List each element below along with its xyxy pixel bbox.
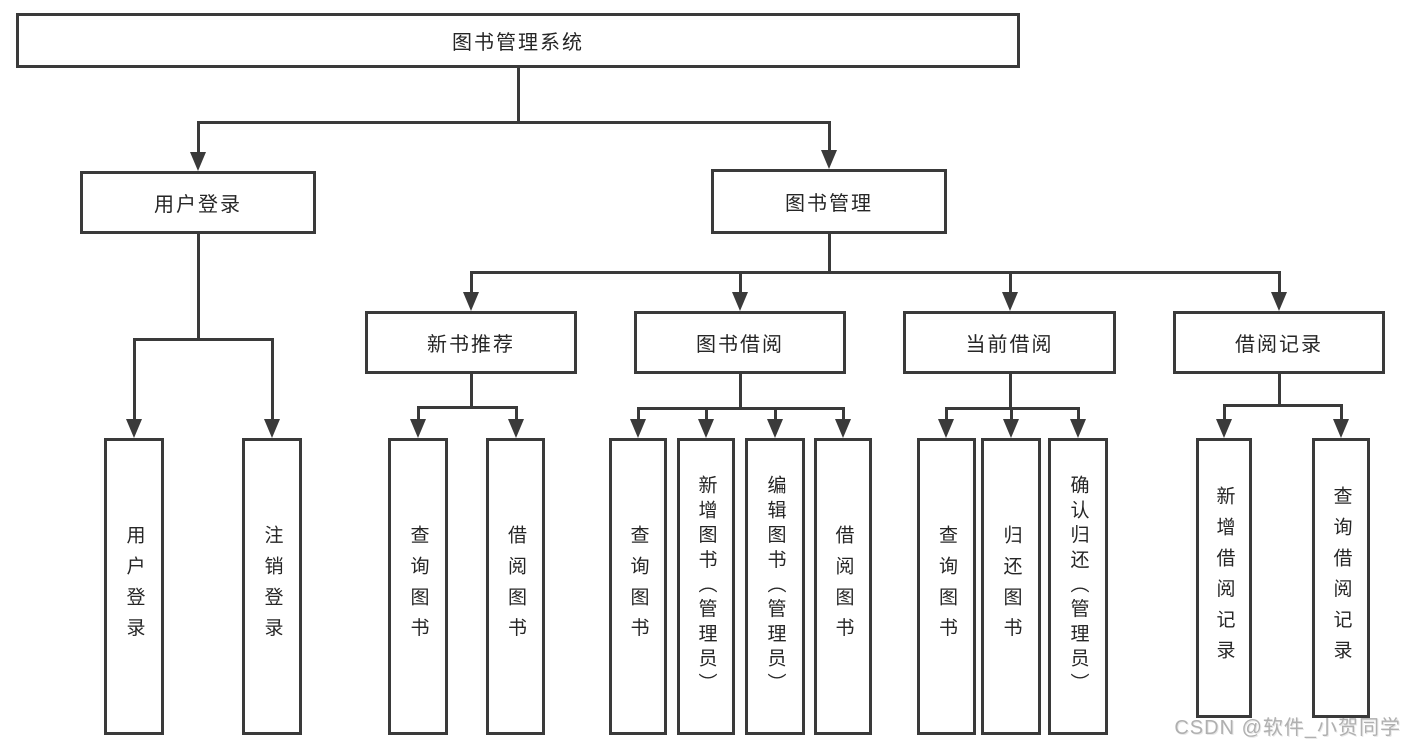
arrowhead-down-icon: [463, 292, 479, 311]
connector-branch: [774, 407, 777, 422]
arrowhead-down-icon: [1002, 292, 1018, 311]
node-label-borrow-record: 借阅记录: [1235, 334, 1323, 356]
arrowhead-down-icon: [938, 419, 954, 438]
node-label-leaf-user-login: 用户登录: [123, 524, 145, 649]
arrowhead-down-icon: [1271, 292, 1287, 311]
connector-branch: [417, 406, 420, 422]
node-user-login: 用户登录: [80, 171, 316, 234]
node-label-leaf-nb-borrow: 借阅图书: [505, 524, 526, 649]
connector-branch: [1010, 407, 1013, 422]
connector-branch: [271, 338, 274, 422]
connector-bus: [637, 407, 845, 410]
connector-branch: [1077, 407, 1080, 422]
arrowhead-down-icon: [821, 150, 837, 169]
node-label-root: 图书管理系统: [452, 32, 584, 54]
node-leaf-bb-borrow: 借阅图书: [814, 438, 872, 735]
connector-stem: [517, 68, 520, 124]
arrowhead-down-icon: [1070, 419, 1086, 438]
connector-stem: [1278, 374, 1281, 407]
node-new-book-rec: 新书推荐: [365, 311, 577, 374]
connector-branch: [1340, 404, 1343, 422]
node-label-new-book-rec: 新书推荐: [427, 334, 515, 356]
node-label-book-mgmt: 图书管理: [785, 193, 873, 215]
connector-bus: [133, 338, 274, 341]
node-label-leaf-nb-query: 查询图书: [407, 524, 429, 649]
connector-bus: [1223, 404, 1343, 407]
connector-branch: [842, 407, 845, 422]
node-label-leaf-cb-confirm: 确认归还（管理员）: [1067, 475, 1089, 698]
node-label-user-login: 用户登录: [154, 194, 242, 216]
arrowhead-down-icon: [508, 419, 524, 438]
node-label-current-borrow: 当前借阅: [965, 334, 1054, 356]
arrowhead-down-icon: [767, 419, 783, 438]
node-label-leaf-cb-query: 查询图书: [936, 524, 957, 649]
watermark: CSDN @软件_小贺同学: [1174, 717, 1401, 739]
arrowhead-down-icon: [410, 419, 426, 438]
connector-stem: [739, 374, 742, 410]
node-root: 图书管理系统: [16, 13, 1020, 68]
arrowhead-down-icon: [698, 419, 714, 438]
node-leaf-nb-query: 查询图书: [388, 438, 448, 735]
node-label-leaf-br-query: 查询借阅记录: [1330, 485, 1352, 671]
connector-stem: [470, 374, 473, 409]
connector-branch: [197, 121, 200, 155]
connector-branch: [1223, 404, 1226, 422]
node-leaf-logout: 注销登录: [242, 438, 302, 735]
node-leaf-cb-confirm: 确认归还（管理员）: [1048, 438, 1108, 735]
connector-branch: [705, 407, 708, 422]
node-label-leaf-cb-return: 归还图书: [1000, 524, 1022, 649]
arrowhead-down-icon: [1333, 419, 1349, 438]
connector-bus: [417, 406, 518, 409]
node-leaf-br-add: 新增借阅记录: [1196, 438, 1252, 718]
connector-stem: [197, 234, 200, 341]
connector-branch: [470, 271, 473, 295]
node-leaf-cb-query: 查询图书: [917, 438, 976, 735]
node-label-leaf-bb-edit: 编辑图书（管理员）: [764, 475, 786, 698]
arrowhead-down-icon: [1216, 419, 1232, 438]
node-leaf-user-login: 用户登录: [104, 438, 164, 735]
connector-branch: [1278, 271, 1281, 295]
connector-branch: [828, 121, 831, 153]
connector-branch: [515, 406, 518, 422]
node-leaf-bb-edit: 编辑图书（管理员）: [745, 438, 805, 735]
node-label-leaf-bb-borrow: 借阅图书: [832, 524, 854, 649]
connector-bus: [470, 271, 1281, 274]
arrowhead-down-icon: [264, 419, 280, 438]
node-leaf-br-query: 查询借阅记录: [1312, 438, 1370, 718]
node-book-borrow: 图书借阅: [634, 311, 846, 374]
node-label-leaf-bb-add: 新增图书（管理员）: [695, 475, 717, 698]
connector-stem: [828, 234, 831, 274]
node-leaf-bb-add: 新增图书（管理员）: [677, 438, 735, 735]
node-book-mgmt: 图书管理: [711, 169, 947, 234]
node-leaf-cb-return: 归还图书: [981, 438, 1041, 735]
node-leaf-nb-borrow: 借阅图书: [486, 438, 545, 735]
node-label-leaf-br-add: 新增借阅记录: [1213, 485, 1235, 671]
connector-branch: [133, 338, 136, 422]
arrowhead-down-icon: [732, 292, 748, 311]
node-leaf-bb-query: 查询图书: [609, 438, 667, 735]
node-label-book-borrow: 图书借阅: [696, 334, 784, 356]
connector-branch: [1009, 271, 1012, 295]
node-label-leaf-logout: 注销登录: [261, 524, 283, 649]
arrowhead-down-icon: [126, 419, 142, 438]
arrowhead-down-icon: [835, 419, 851, 438]
connector-stem: [1009, 374, 1012, 410]
connector-branch: [945, 407, 948, 422]
arrowhead-down-icon: [190, 152, 206, 171]
node-current-borrow: 当前借阅: [903, 311, 1116, 374]
node-borrow-record: 借阅记录: [1173, 311, 1385, 374]
connector-branch: [637, 407, 640, 422]
node-label-leaf-bb-query: 查询图书: [627, 524, 649, 649]
connector-bus: [197, 121, 831, 124]
connector-branch: [739, 271, 742, 295]
arrowhead-down-icon: [630, 419, 646, 438]
arrowhead-down-icon: [1003, 419, 1019, 438]
